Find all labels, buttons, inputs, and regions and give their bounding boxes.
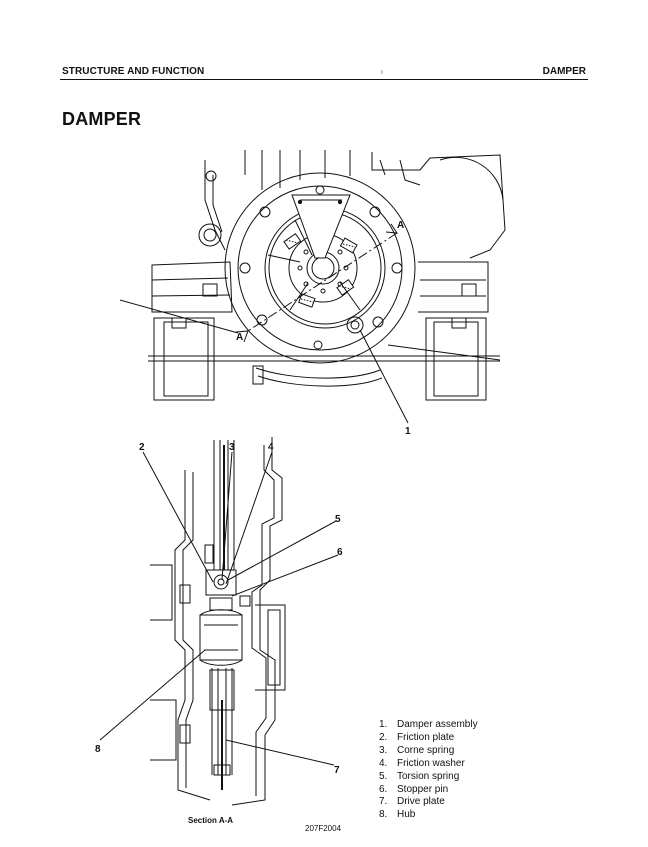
callout-5: 5 — [335, 514, 341, 525]
legend-item: 8.Hub — [379, 809, 416, 821]
header-rule — [60, 79, 588, 80]
figure-code: 207F2004 — [305, 824, 342, 833]
callout-4: 4 — [268, 442, 274, 453]
header-topic: DAMPER — [542, 66, 586, 77]
section-mark-a-bottom: A — [236, 332, 243, 343]
callout-1: 1 — [405, 426, 411, 437]
legend-item: 4.Friction washer — [379, 757, 465, 769]
front-view-drawing — [119, 150, 506, 424]
header-section-title: STRUCTURE AND FUNCTION — [62, 66, 205, 77]
header-tick-mark: ı — [381, 69, 383, 76]
legend-item: 2.Friction plate — [379, 731, 455, 743]
legend-item: 1.Damper assembly — [379, 719, 478, 730]
section-caption: Section A-A — [188, 816, 234, 825]
callout-6: 6 — [337, 547, 343, 558]
callout-8: 8 — [95, 744, 101, 755]
legend-item: 7.Drive plate — [379, 796, 445, 808]
legend-item: 3.Corne spring — [379, 744, 455, 756]
callout-3: 3 — [229, 442, 235, 453]
section-mark-a-top: A — [397, 220, 404, 231]
legend-item: 5.Torsion spring — [379, 770, 460, 782]
callout-7: 7 — [334, 765, 340, 776]
page-title: DAMPER — [62, 109, 142, 129]
callout-2: 2 — [139, 442, 145, 453]
legend-item: 6.Stopper pin — [379, 783, 449, 795]
section-view-drawing — [99, 437, 339, 806]
parts-legend: 1.Damper assembly 2.Friction plate 3.Cor… — [379, 719, 478, 822]
